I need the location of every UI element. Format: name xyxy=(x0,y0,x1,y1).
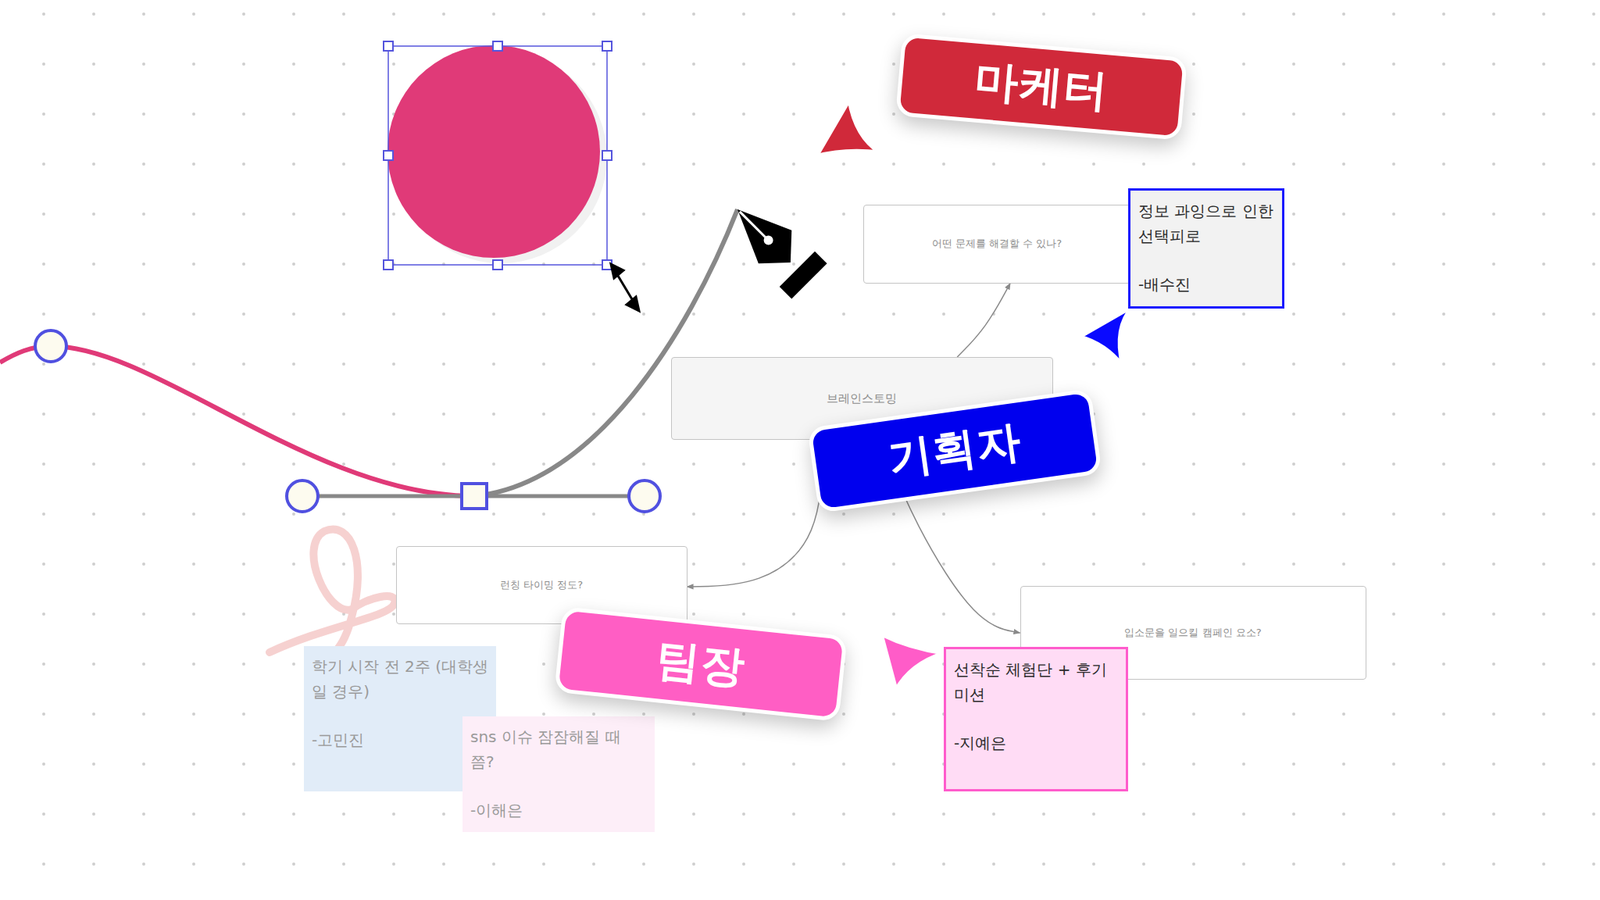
note-text: 팀장 xyxy=(653,629,748,698)
curve-handles xyxy=(35,330,661,512)
note-text: 입소문을 일으킬 캠페인 요소? xyxy=(1124,625,1261,640)
note-text: sns 이슈 잠잠해질 때 쯤? xyxy=(470,724,647,775)
note-text: 런칭 타이밍 정도? xyxy=(500,578,583,593)
note-text: 어떤 문제를 해결할 수 있나? xyxy=(932,236,1062,251)
note-text: 선착순 체험단 + 후기 미션 xyxy=(953,657,1118,708)
sticky-note: 선착순 체험단 + 후기 미션 -지예은 xyxy=(943,646,1129,792)
gray-curve xyxy=(474,209,738,497)
pen-tool-icon xyxy=(719,191,827,299)
note-text: 브레인스토밍 xyxy=(826,391,897,407)
role-tag: 마케터 xyxy=(895,32,1188,140)
connector-arrow xyxy=(687,439,825,587)
leader-cursor xyxy=(881,634,944,690)
pink-curve xyxy=(0,346,475,497)
note-text: 학기 시작 전 2주 (대학생일 경우) xyxy=(311,653,489,704)
note-text: 마케터 xyxy=(972,51,1111,123)
idea-box: 런칭 타이밍 정도? xyxy=(396,546,688,625)
marketer-cursor xyxy=(816,100,880,157)
sticky-note: 정보 과잉으로 인한 선택피로 -배수진 xyxy=(1128,188,1285,309)
idea-box: 어떤 문제를 해결할 수 있나? xyxy=(863,204,1131,284)
note-text: 정보 과잉으로 인한 선택피로 xyxy=(1138,198,1275,249)
sticky-note: sns 이슈 잠잠해질 때 쯤? -이해은 xyxy=(462,716,655,833)
role-tag: 팀장 xyxy=(553,606,847,722)
author-name: -이해은 xyxy=(470,797,647,823)
connector-arrow xyxy=(957,283,1011,358)
resize-cursor xyxy=(610,264,640,311)
ribbon-doodle xyxy=(269,529,395,657)
note-text: 기획자 xyxy=(884,411,1025,490)
planner-cursor xyxy=(1079,306,1133,366)
author-name: -배수진 xyxy=(1138,271,1275,297)
author-name: -지예은 xyxy=(953,730,1118,756)
pink-circle xyxy=(387,45,600,258)
selection-box xyxy=(383,41,612,270)
